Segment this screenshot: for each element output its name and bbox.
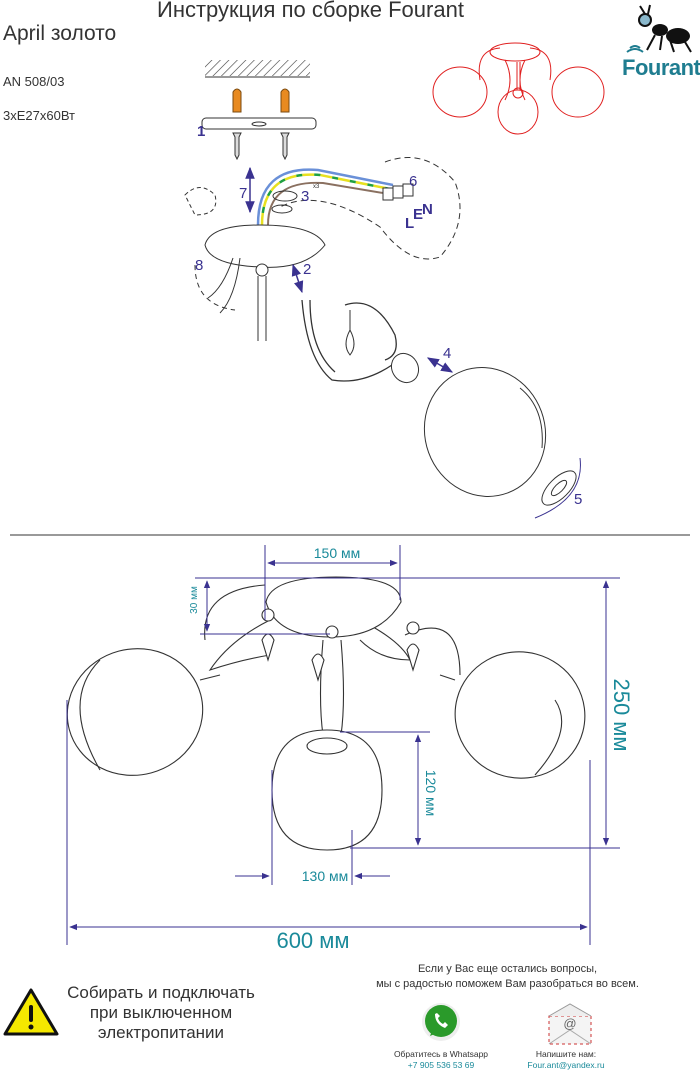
shade-drawing [423,367,547,497]
dimension-lines [66,545,620,945]
terminal-L: L [405,215,414,232]
preview-sketch [432,42,605,135]
svg-text:3: 3 [301,188,309,205]
safety-warning: Собирать и подключать при выключенном эл… [58,983,264,1043]
brand-logo: Fourant [622,55,700,80]
chandelier-drawing [66,576,586,851]
terminal-block-icon [382,183,414,201]
svg-text:1: 1 [197,123,205,140]
svg-text:8: 8 [195,257,203,274]
support-message: Если у Вас еще остались вопросы, мы с ра… [355,962,660,992]
wire-count-label: x3 [313,184,320,190]
warning-icon [3,988,59,1036]
dim-shade-height: 120 мм [423,770,439,817]
model-name: April золото [3,22,117,45]
ring-drawing [541,470,577,506]
svg-text:@: @ [563,1016,576,1031]
ceiling-icon [205,60,310,76]
support-line: Если у Вас еще остались вопросы, [417,963,598,975]
dim-canopy-height: 30 мм [189,586,200,614]
email-label: Напишите нам: [535,1049,597,1059]
whatsapp-contact: Обратитесь в Whatsapp +7 905 536 53 69 [381,1049,501,1071]
svg-text:7: 7 [239,185,247,202]
whatsapp-label: Обратитесь в Whatsapp [393,1049,489,1059]
svg-text:6: 6 [409,173,417,190]
whatsapp-icon[interactable] [422,1003,460,1041]
article-number: AN 508/03 [3,74,65,89]
dim-shade-width: 130 мм [302,868,349,884]
warning-line: Собирать и подключать [67,983,255,1002]
dowel-icon [232,88,290,113]
page-title: Инструкция по сборке Fourant [157,0,464,22]
canopy [204,224,326,268]
dim-canopy-width: 150 мм [314,545,361,561]
mounting-plate [201,117,317,130]
warning-line: электропитании [97,1023,225,1042]
email-link[interactable]: Four.ant@yandex.ru [527,1060,605,1070]
svg-text:2: 2 [303,261,311,278]
screw-icon [232,132,290,161]
dim-total-width: 600 мм [276,928,349,953]
email-icon[interactable]: @ [548,1003,592,1045]
whatsapp-phone[interactable]: +7 905 536 53 69 [407,1060,475,1070]
svg-text:4: 4 [443,345,451,362]
terminal-E: E [413,206,423,223]
svg-text:5: 5 [574,491,582,508]
dim-total-height: 250 мм [609,678,634,751]
terminal-N: N [422,201,433,218]
warning-line: при выключенном [89,1003,233,1022]
step-numbers: 1 2 3 4 5 6 7 8 [195,123,582,508]
lamp-spec: 3хE27х60Вт [3,108,76,123]
ant-logo-icon [626,4,692,53]
email-contact: Напишите нам: Four.ant@yandex.ru [511,1049,621,1071]
support-line: мы с радостью поможем Вам разобраться во… [376,978,639,990]
